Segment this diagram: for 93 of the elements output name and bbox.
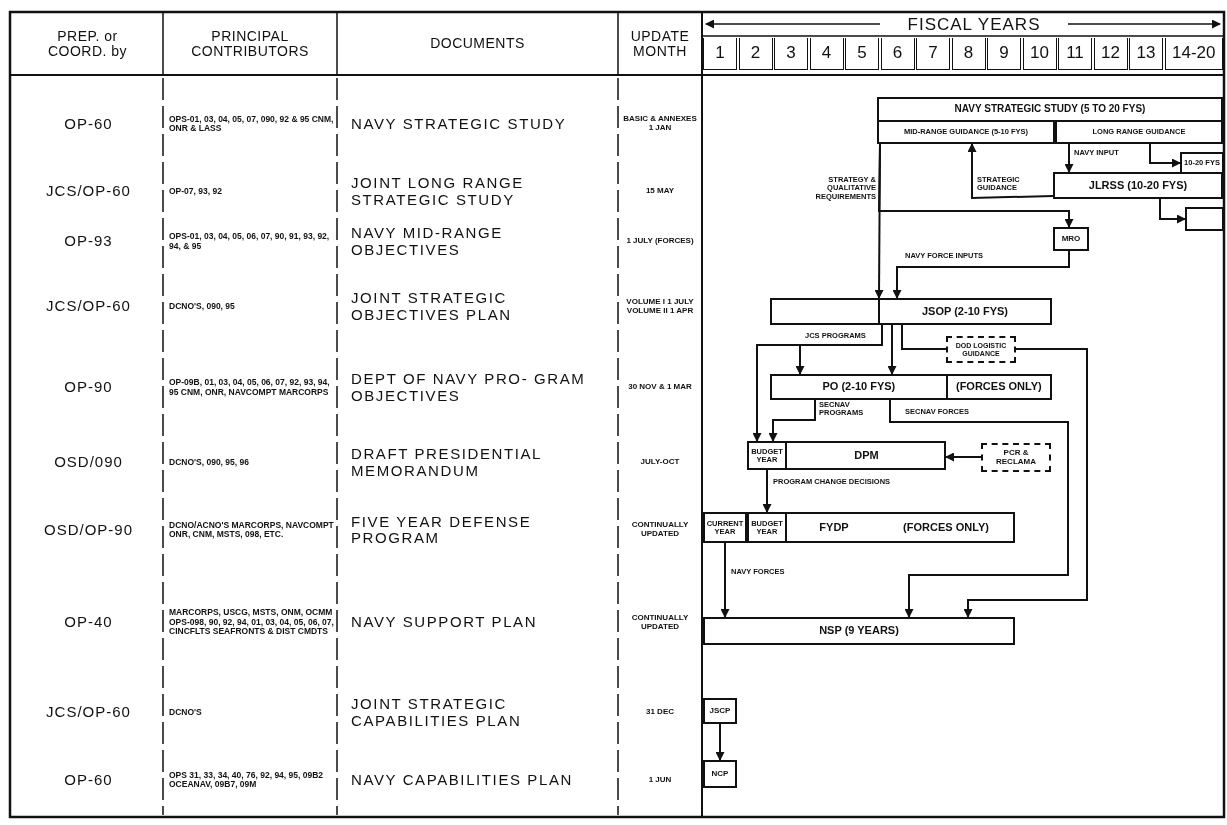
box-label: DPM [853,447,880,463]
contributor-list: OPS 31, 33, 34, 40, 76, 92, 94, 95, 09B2 OCEANAV, 09B7, 09M [169,770,335,790]
update-date: 30 NOV & 1 MAR [628,383,692,392]
update-date: 15 MAY [645,187,675,196]
office-code: OP-60 [64,115,113,133]
contributor-list: OP-09B, 01, 03, 04, 05, 06, 07, 92, 93, 94, 95 CNM, ONR, NAVCOMPT MARCORPS [169,378,335,397]
document-title: JOINT STRATEGIC OBJECTIVES PLAN [351,290,513,323]
document-title: JOINT STRATEGIC CAPABILITIES PLAN [351,696,523,729]
column-header: PRINCIPAL CONTRIBUTORS [190,28,310,60]
year-number: 4 [821,44,832,63]
arrow [892,250,1070,299]
box-label: (FORCES ONLY) [955,379,1043,395]
arrow [887,324,897,375]
document-title: NAVY SUPPORT PLAN [351,614,538,631]
arrow [720,542,730,618]
box-label: JSOP (2-10 FYS) [921,303,1009,319]
process-box [770,298,1052,325]
contributor-list: DCNO'S, 090, 95, 96 [169,457,249,468]
office-code: OSD/OP-90 [44,521,133,539]
update-date: 1 JUN [648,775,672,785]
process-box [877,97,1223,144]
document-title: NAVY CAPABILITIES PLAN [351,771,573,789]
year-number: 7 [928,44,938,63]
arrow [752,324,883,442]
arrow [768,399,816,442]
office-code: OP-90 [64,379,113,396]
arrow [1159,198,1186,224]
box-label: (FORCES ONLY) [902,519,990,535]
box-label: FYDP [818,519,850,535]
process-box: JSCP [703,698,737,724]
update-date: BASIC & ANNEXES 1 JAN [622,115,698,133]
document-title: NAVY MID-RANGE OBJECTIVES [351,225,504,258]
office-code: JCS/OP-60 [46,298,131,315]
arrow [1064,143,1074,173]
update-date: CONTINUALLY UPDATED [630,613,690,632]
process-box: JLRSS (10-20 FYS) [1053,172,1223,199]
box-label: NAVY STRATEGIC STUDY (5 TO 20 FYS) [953,102,1147,117]
contributor-list: MARCORPS, USCG, MSTS, ONM, OCMM OPS-098, 90, 92, 94, 01, 03, 04, 05, 06, 07, CINCFLTS SEAFRONTS & DIST CMDTS [169,608,335,637]
arrow [715,723,725,761]
year-number: 8 [963,44,974,63]
update-date: CONTINUALLY UPDATED [630,521,690,539]
arrow [1149,143,1181,168]
contributor-list: OPS-01, 03, 04, 05, 07, 090, 92 & 95 CNM, ONR & LASS [169,114,335,134]
year-number: 14-20 [1172,44,1216,63]
dashed-box: PCR & RECLAMA [981,443,1051,472]
box-shape [1185,207,1224,231]
year-number: 2 [750,44,761,63]
process-box [703,512,1015,543]
update-date: 1 JULY (FORCES) [626,237,694,246]
document-title: DRAFT PRESIDENTIAL MEMORANDUM [351,446,543,479]
arrow [963,348,1088,618]
arrow [889,399,1069,618]
contributor-list: DCNO'S, 090, 95 [169,301,235,312]
contributor-list: DCNO/ACNO'S MARCORPS, NAVCOMPT ONR, CNM, MSTS, 098, ETC. [169,520,335,540]
office-code: OP-40 [64,614,113,631]
office-code: OP-60 [64,771,113,789]
document-title: JOINT LONG RANGE STRATEGIC STUDY [351,175,525,208]
contributor-list: DCNO'S [169,707,202,718]
year-number: 13 [1136,44,1156,63]
box-label: PO (2-10 FYS) [772,376,948,398]
process-box: MRO [1053,227,1089,251]
process-box: NCP [703,760,737,788]
year-number: 3 [786,44,796,63]
arrow [762,469,772,513]
update-date: 31 DEC [646,708,674,717]
contributor-list: OPS-01, 03, 04, 05, 06, 07, 90, 91, 93, 92, 94, & 95 [169,232,335,251]
contributor-list: OP-07, 93, 92 [169,186,222,197]
update-date: VOLUME I 1 JULY VOLUME II 1 APR [625,297,695,316]
column-header: PREP. or COORD. by [46,28,129,60]
year-number: 9 [999,44,1009,63]
column-header: UPDATE MONTH [629,28,691,60]
update-date: JULY-OCT [640,458,680,467]
arrow [878,143,1074,228]
office-code: JCS/OP-60 [46,183,131,200]
year-number: 6 [892,44,903,63]
office-code: OSD/090 [54,454,123,471]
column-header: DOCUMENTS [430,36,525,52]
office-code: OP-93 [64,233,113,250]
process-box [747,441,946,470]
year-number: 11 [1066,44,1084,63]
document-title: NAVY STRATEGIC STUDY [351,115,567,133]
year-number: 1 [715,44,725,63]
process-box: NSP (9 YEARS) [703,617,1015,645]
process-box [770,374,1052,400]
arrow [945,452,982,462]
year-number: 5 [857,44,867,63]
document-title: DEPT OF NAVY PRO- GRAM OBJECTIVES [351,371,587,404]
office-code: JCS/OP-60 [46,704,131,721]
axis-title: FISCAL YEARS [907,15,1041,35]
year-number: 10 [1030,44,1049,63]
arrow [967,143,1054,200]
document-title: FIVE YEAR DEFENSE PROGRAM [351,513,533,547]
year-number: 12 [1101,44,1120,63]
